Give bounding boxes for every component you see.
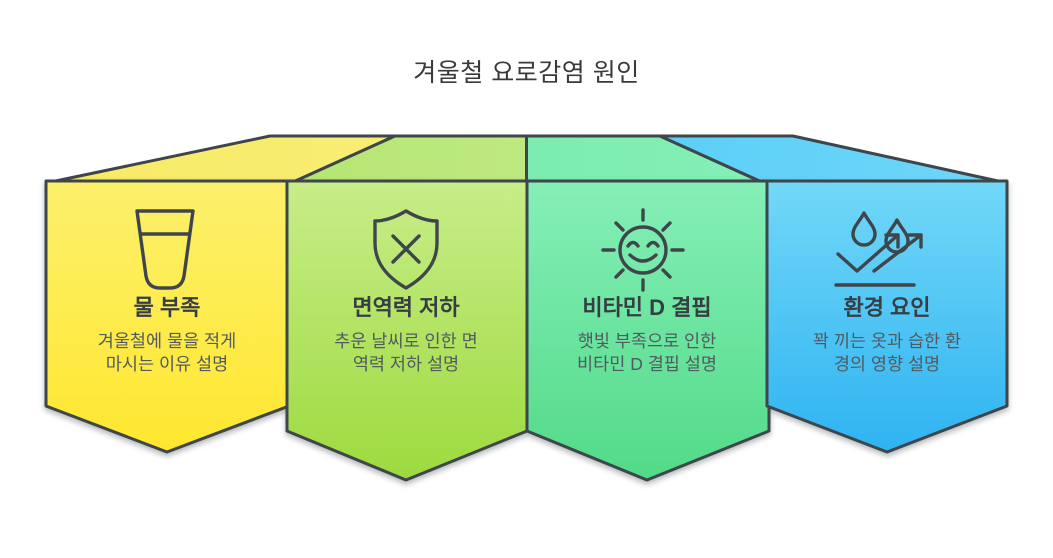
bounce-arrow-2 xyxy=(872,233,923,273)
icon-layer xyxy=(135,208,923,292)
sun-eyes xyxy=(626,240,660,248)
water-glass-icon xyxy=(135,209,195,290)
panel-banner-water xyxy=(44,179,291,454)
smiling-sun-icon xyxy=(601,208,685,292)
shield-outline xyxy=(373,209,439,290)
raindrops-bounce-arrows-icon xyxy=(834,211,923,287)
raindrop-left xyxy=(851,211,877,247)
sun-smile xyxy=(628,253,658,263)
banner-faces xyxy=(44,179,1009,482)
panel-banner-immunity xyxy=(285,179,529,482)
shield-x-icon xyxy=(373,209,439,290)
sun-circle xyxy=(618,225,668,275)
sun-rays xyxy=(601,208,685,292)
panel-banner-environment xyxy=(765,179,1009,454)
glass-outline xyxy=(135,209,195,290)
bounce-arrow-1 xyxy=(836,233,900,273)
banner-shapes xyxy=(44,134,1009,482)
shield-x-mark xyxy=(391,234,421,264)
page-title: 겨울철 요로감염 원인 xyxy=(413,59,640,87)
